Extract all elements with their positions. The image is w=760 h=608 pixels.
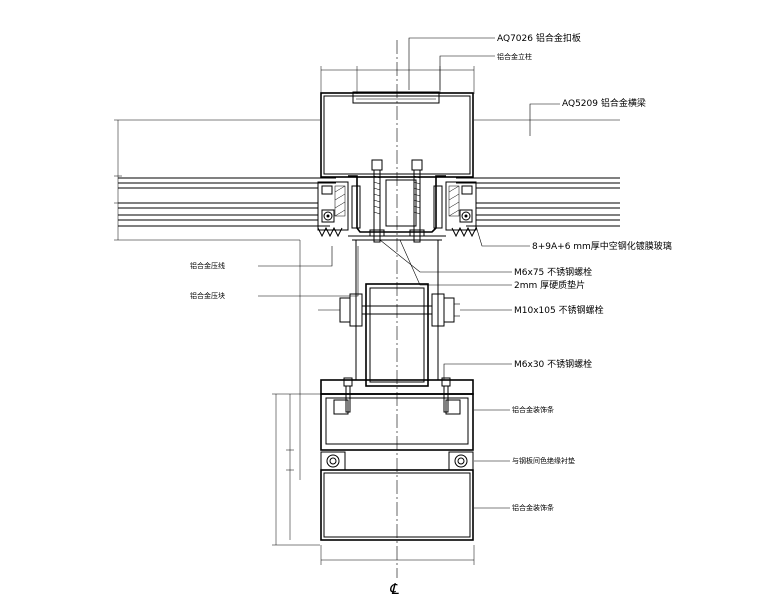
label-deco-lower: 铝合金装饰条 (512, 503, 554, 512)
label-glass: 8+9A+6 mm厚中空钢化镀膜玻璃 (532, 240, 672, 252)
middle-dimension (299, 240, 340, 480)
label-top-cover: AQ7026 铝合金扣板 (497, 32, 581, 44)
label-bolt-m10x105: M10x105 不锈钢螺栓 (514, 304, 604, 316)
label-gasket-2mm: 2mm 厚硬质垫片 (514, 279, 585, 291)
leaders (258, 37, 560, 509)
seal-assembly-left (317, 181, 349, 238)
glass-panel-left (118, 177, 336, 227)
bolt-m6x75-left (369, 159, 385, 243)
label-pressure-block: 铝合金压块 (190, 291, 225, 300)
lower-decorative-profile (320, 377, 474, 541)
centerline-symbol: ℄ (389, 580, 399, 598)
label-transom: AQ5209 铝合金横梁 (562, 97, 646, 109)
seal-assembly-right (445, 181, 477, 238)
label-bolt-m6x75: M6x75 不锈钢螺栓 (514, 266, 592, 278)
label-bolt-m6x30: M6x30 不锈钢螺栓 (514, 358, 592, 370)
left-dimension (114, 119, 320, 241)
glass-panel-right (456, 177, 620, 227)
top-dimension (320, 66, 475, 94)
pressure-plate (348, 175, 446, 241)
right-reference-line (474, 119, 620, 227)
label-deco-upper: 铝合金装饰条 (512, 405, 554, 414)
label-mullion: 铝合金立柱 (497, 52, 532, 61)
steel-bracket (339, 240, 460, 387)
label-isolation-pad: 与钢板间色绝缘衬垫 (512, 456, 575, 465)
bottom-dimension (272, 393, 475, 565)
bolt-m6x75-right (409, 159, 425, 243)
label-pressure-cover: 铝合金压线 (190, 261, 225, 270)
mullion-profile (320, 91, 474, 178)
